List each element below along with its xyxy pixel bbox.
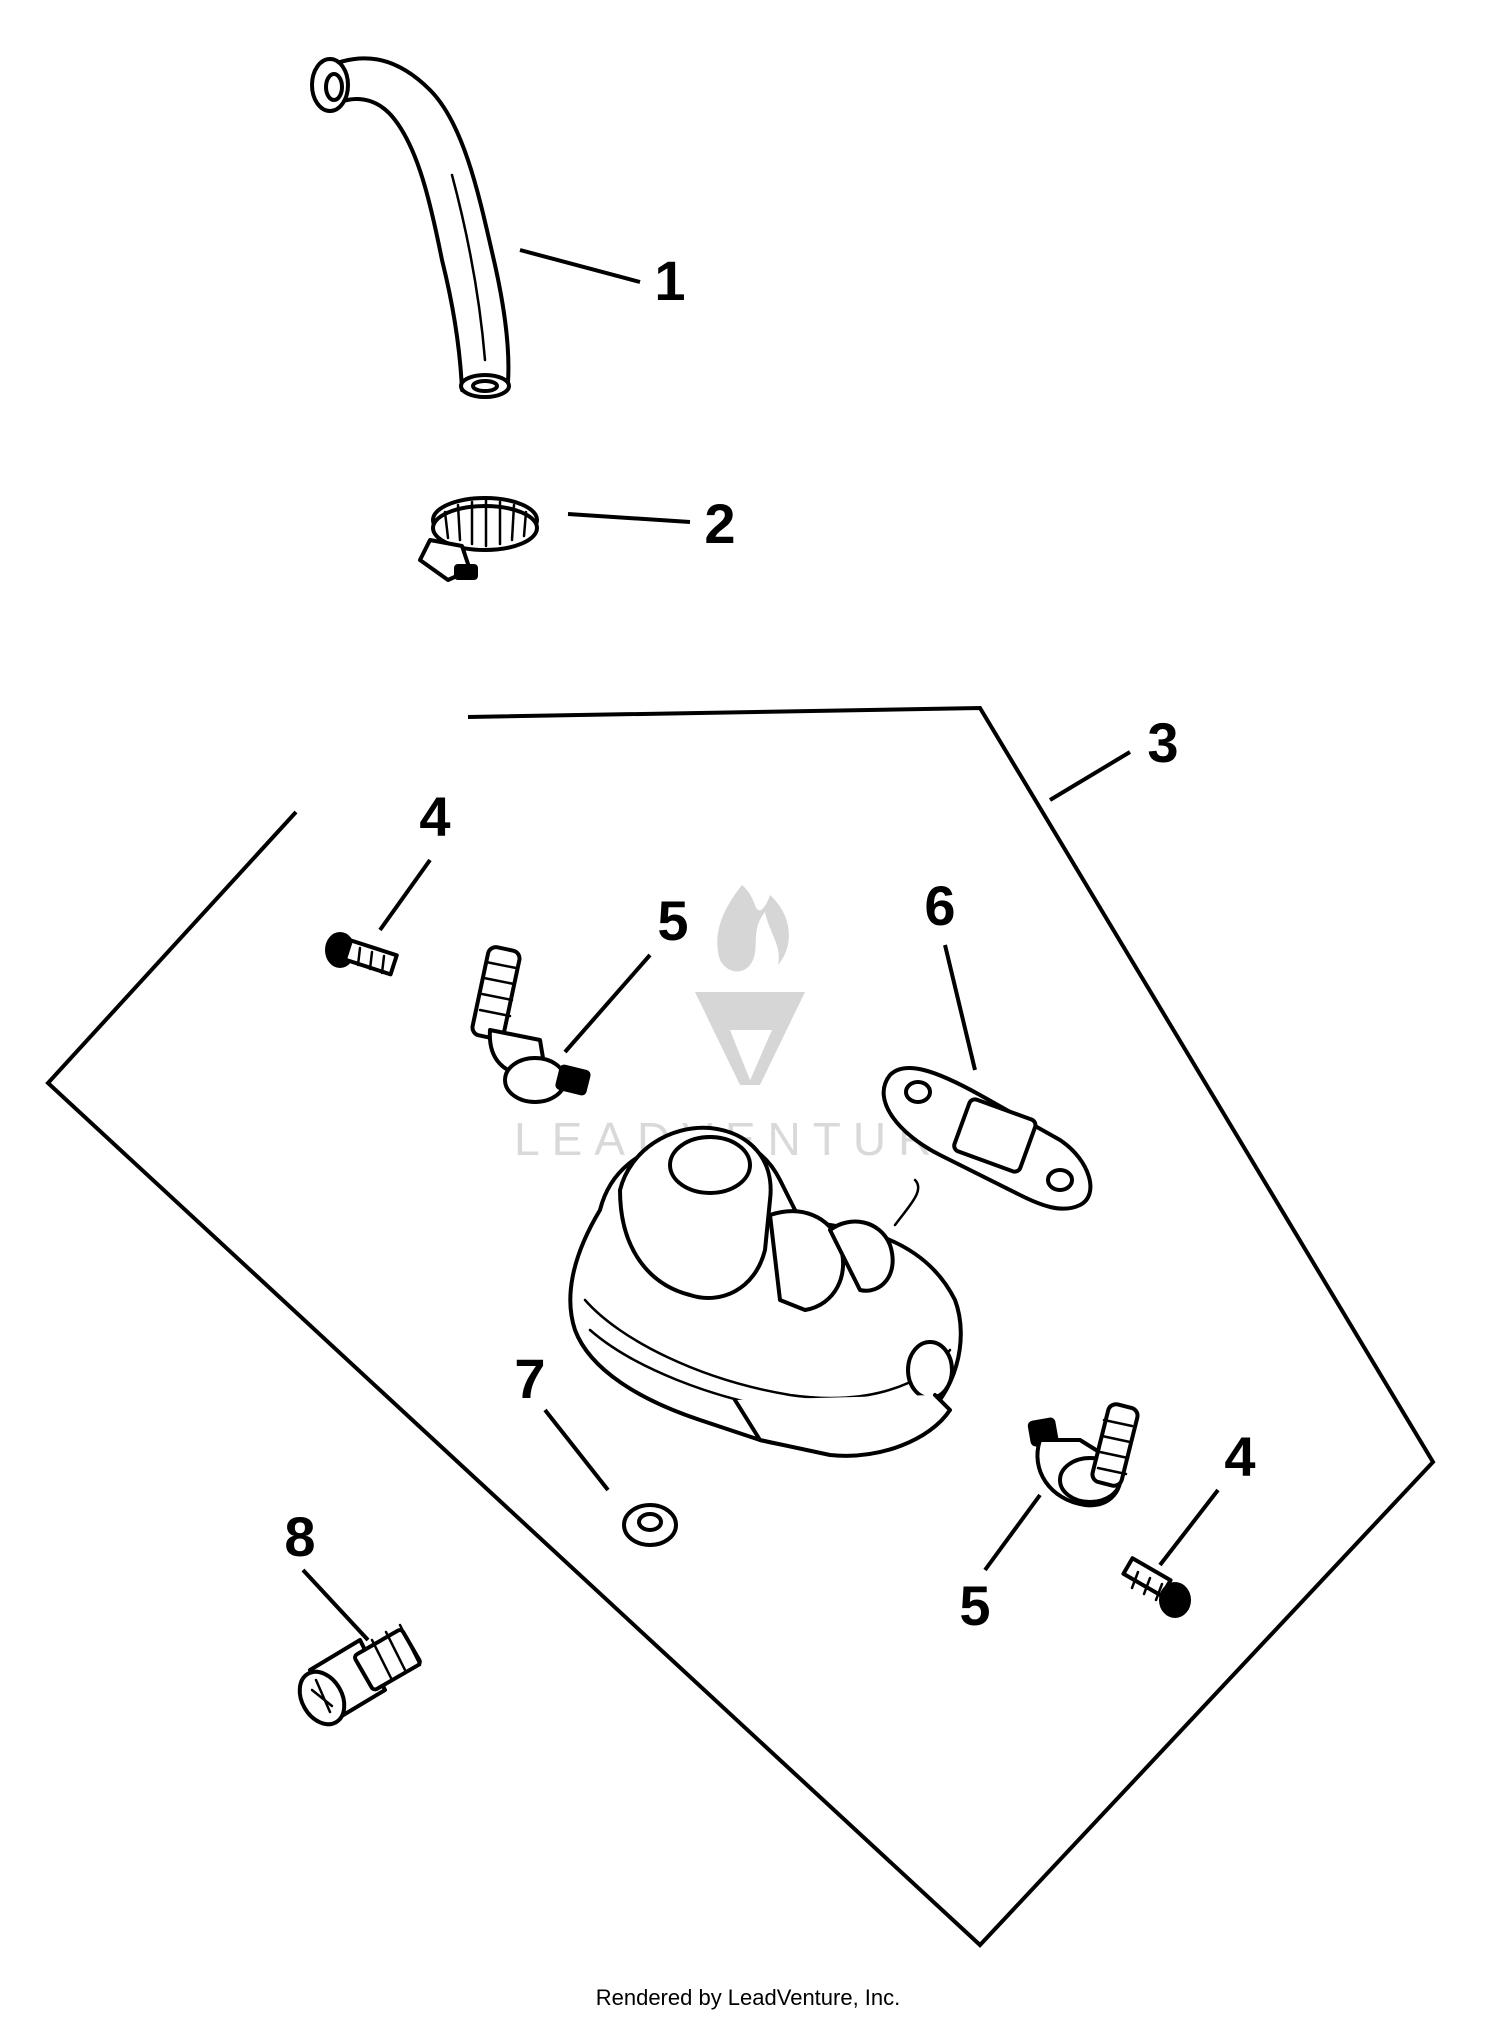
leader-6 (943, 944, 977, 1071)
leader-5a (563, 953, 652, 1054)
sealing-washer (622, 1503, 678, 1547)
leader-8 (301, 1568, 370, 1642)
callout-5-upper: 5 (657, 889, 688, 952)
leader-1 (519, 248, 641, 284)
leader-2 (567, 512, 691, 524)
mounting-screw-lower (1121, 1556, 1191, 1618)
callout-6: 6 (924, 874, 955, 937)
footer-credit: Rendered by LeadVenture, Inc. (596, 1985, 901, 2010)
elbow-fitting-lower (1027, 1402, 1140, 1508)
pump-fitting (297, 1623, 422, 1727)
callout-2: 2 (704, 492, 735, 555)
leader-5b (983, 1493, 1042, 1572)
pump-gasket (881, 1066, 1093, 1211)
fuel-pump-body (568, 1125, 963, 1458)
elbow-fitting-upper (470, 945, 591, 1104)
callout-4-upper: 4 (419, 785, 450, 848)
callout-5-lower: 5 (959, 1574, 990, 1637)
leader-7 (543, 1408, 610, 1492)
kit-boundary (45, 705, 1436, 1948)
leader-3 (1048, 750, 1132, 802)
callout-3: 3 (1147, 711, 1178, 774)
v-logo-icon (695, 992, 805, 1085)
mounting-screw-upper (325, 932, 399, 977)
leader-4a (378, 858, 432, 932)
flame-icon (717, 885, 789, 972)
callout-7: 7 (514, 1347, 545, 1410)
callout-8: 8 (284, 1505, 315, 1568)
breather-hose (310, 56, 511, 399)
callout-4-lower: 4 (1224, 1425, 1255, 1488)
callout-1: 1 (654, 249, 685, 312)
hose-clamp (418, 496, 539, 582)
leader-4b (1158, 1488, 1220, 1567)
